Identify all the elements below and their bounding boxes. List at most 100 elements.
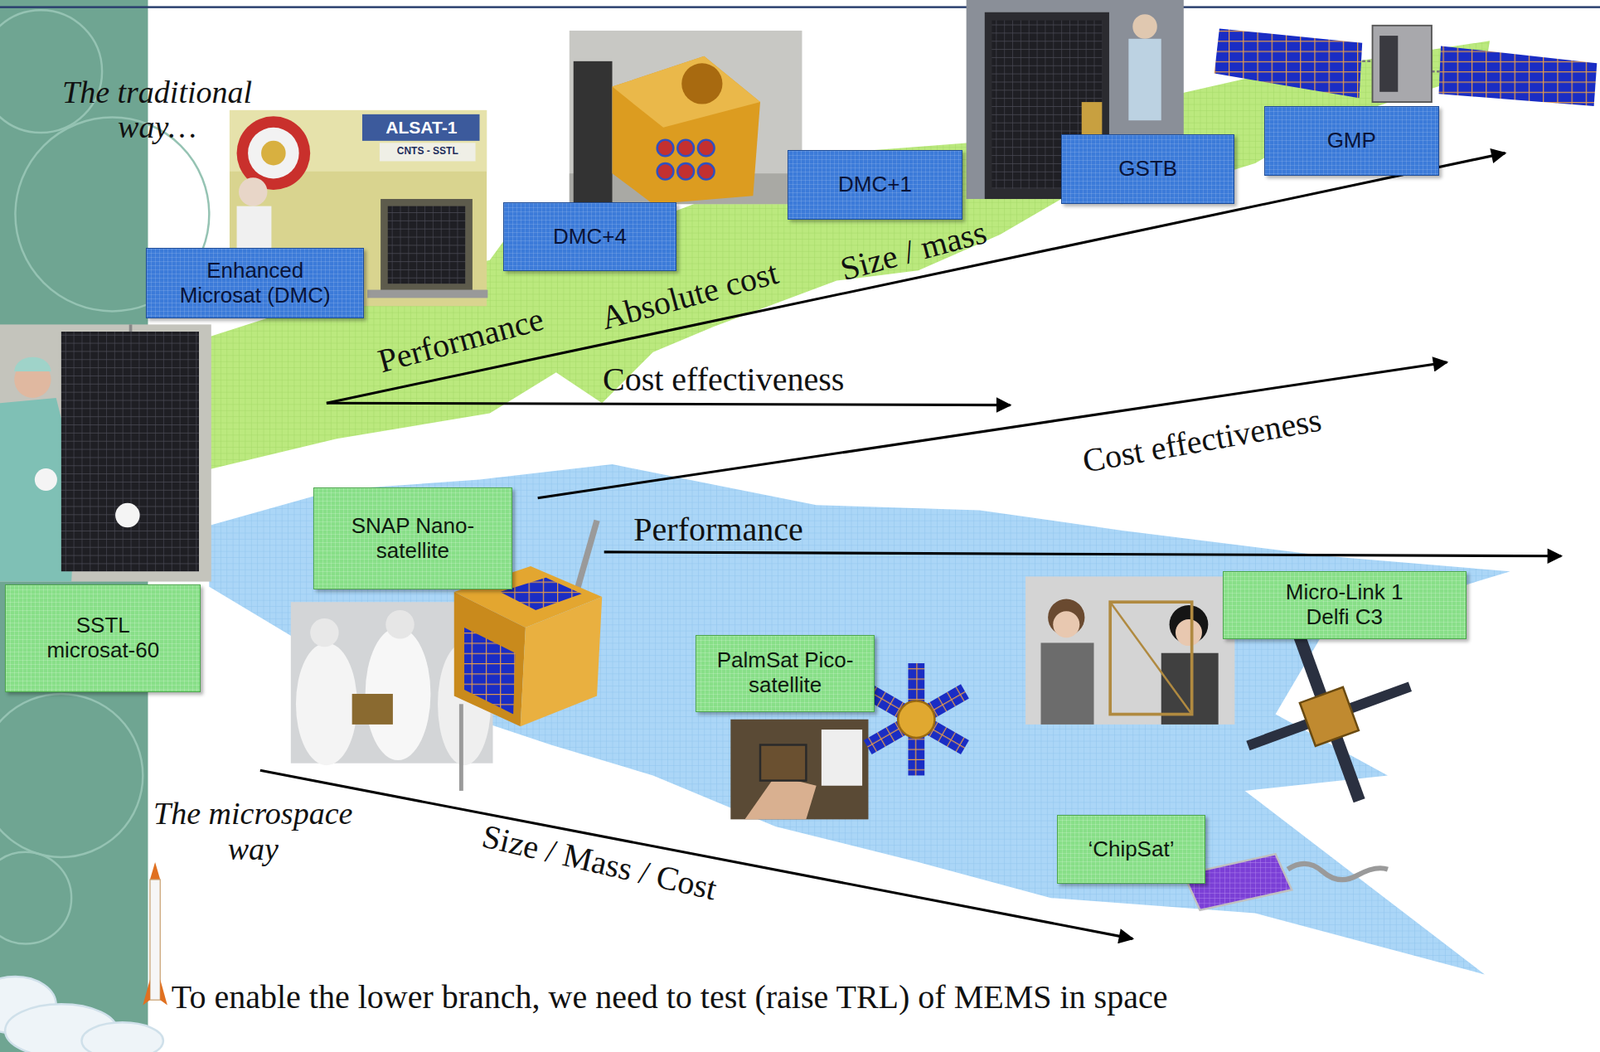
alsat-photo xyxy=(247,127,300,180)
alsat-photo xyxy=(387,206,466,285)
box-label: ‘ChipSat’ xyxy=(1087,837,1174,863)
satellite-class-box: Micro-Link 1 Delfi C3 xyxy=(1222,571,1467,639)
dmc4-photo xyxy=(612,56,761,204)
snap-render xyxy=(459,703,464,791)
box-label: GSTB xyxy=(1118,156,1178,182)
microlink-photo xyxy=(1025,576,1235,724)
microlink-photo xyxy=(1040,642,1094,724)
delfi-render xyxy=(1330,736,1365,803)
photo-banner-text: CNTS - SSTL xyxy=(397,146,459,158)
box-label: PalmSat Pico-satellite xyxy=(706,648,864,699)
microsat-photo xyxy=(14,357,51,372)
delfi-render xyxy=(1246,719,1310,752)
trend-arrow xyxy=(260,770,1133,939)
box-label: DMC+4 xyxy=(552,224,627,250)
microsat-photo xyxy=(129,324,133,332)
dmc4-photo xyxy=(569,30,803,204)
side-band xyxy=(0,0,209,1052)
microlink-photo xyxy=(1025,576,1235,724)
box-label: Micro-Link 1 Delfi C3 xyxy=(1274,580,1416,631)
satellite-class-box: ‘ChipSat’ xyxy=(1056,814,1205,883)
dmc4-photo xyxy=(677,140,694,157)
chipsat-render xyxy=(1287,863,1388,880)
microsat-photo xyxy=(115,503,141,529)
snap-render xyxy=(520,596,602,727)
gmp-render xyxy=(1214,25,1598,107)
microlink-photo xyxy=(1110,601,1192,714)
gmp-render xyxy=(1214,28,1363,98)
dmc4-photo xyxy=(569,30,803,204)
microlink-photo xyxy=(1110,601,1192,714)
branch-title: The traditional way… xyxy=(34,74,280,146)
dmc4-photo xyxy=(677,163,694,180)
microsat-photo xyxy=(34,468,58,491)
gmp-render xyxy=(1362,60,1373,63)
mission-box: GMP xyxy=(1264,106,1439,176)
microsat-photo xyxy=(61,331,199,572)
trend-label: Performance xyxy=(633,510,803,548)
box-label: SNAP Nano-satellite xyxy=(329,513,496,564)
palmsat-photo xyxy=(821,729,863,786)
snap-photo xyxy=(295,642,358,766)
palmsat-render xyxy=(863,663,970,776)
photo-banner-text: ALSAT-1 xyxy=(385,117,457,138)
palmsat-render xyxy=(907,663,925,704)
gmp-render xyxy=(1372,25,1432,102)
snap-render xyxy=(454,591,526,727)
gstb-photo xyxy=(1132,14,1158,39)
satellite-class-box: SNAP Nano-satellite xyxy=(313,487,513,590)
snap-photo xyxy=(365,627,432,761)
microspace-branch-burst xyxy=(208,464,1510,975)
delfi-render xyxy=(1348,681,1412,713)
rocket-icon xyxy=(150,879,160,1000)
trend-label: Size / Mass / Cost xyxy=(478,818,721,909)
trend-arrow xyxy=(604,552,1562,557)
gmp-render xyxy=(1379,35,1398,93)
microlink-photo xyxy=(1052,610,1080,638)
mission-box: GSTB xyxy=(1061,134,1235,204)
gmp-render xyxy=(1439,45,1598,107)
trend-label: Cost effectiveness xyxy=(1080,401,1325,480)
palmsat-photo xyxy=(745,775,817,820)
rocket-icon xyxy=(142,862,168,1005)
dmc4-photo xyxy=(657,163,674,180)
header-rule xyxy=(0,5,1600,8)
gmp-render xyxy=(1431,70,1441,73)
box-label: Enhanced Microsat (DMC) xyxy=(172,258,339,309)
alsat-photo xyxy=(380,198,473,291)
microlink-photo xyxy=(1175,619,1203,646)
palmsat-render xyxy=(863,663,970,776)
snap-render xyxy=(464,627,516,715)
trend-arrow xyxy=(260,153,1562,940)
dmc4-photo xyxy=(657,140,674,157)
alsat-photo xyxy=(362,114,480,141)
rocket-icon xyxy=(160,979,168,1006)
satellite-class-box: SSTL microsat-60 xyxy=(4,584,201,692)
mission-box: DMC+1 xyxy=(787,150,962,220)
microspace-branch-burst xyxy=(208,464,1510,975)
snap-render xyxy=(576,520,597,592)
box-label: DMC+1 xyxy=(838,172,912,198)
snap-photo xyxy=(352,693,393,725)
mission-box: Enhanced Microsat (DMC) xyxy=(145,247,364,319)
alsat-photo xyxy=(261,140,287,166)
dmc4-photo xyxy=(612,56,761,128)
palmsat-render xyxy=(897,701,935,738)
snap-photo xyxy=(310,618,339,647)
dmc4-photo xyxy=(698,163,715,180)
microsat-photo xyxy=(0,324,212,582)
dmc4-photo xyxy=(698,140,715,157)
side-band xyxy=(0,9,102,133)
box-label: SSTL microsat-60 xyxy=(32,613,174,664)
snap-photo xyxy=(385,610,414,639)
box-label: GMP xyxy=(1327,128,1377,154)
alsat-photo xyxy=(238,177,267,206)
delfi-render xyxy=(1292,630,1327,698)
palmsat-photo xyxy=(730,719,868,820)
footnote: To enable the lower branch, we need to t… xyxy=(171,978,1169,1016)
alsat-photo xyxy=(379,142,476,161)
gstb-photo xyxy=(1128,38,1161,121)
branch-title: The microspace way xyxy=(135,796,371,868)
mission-box: DMC+4 xyxy=(503,202,677,272)
trend-arrow xyxy=(326,402,1011,405)
